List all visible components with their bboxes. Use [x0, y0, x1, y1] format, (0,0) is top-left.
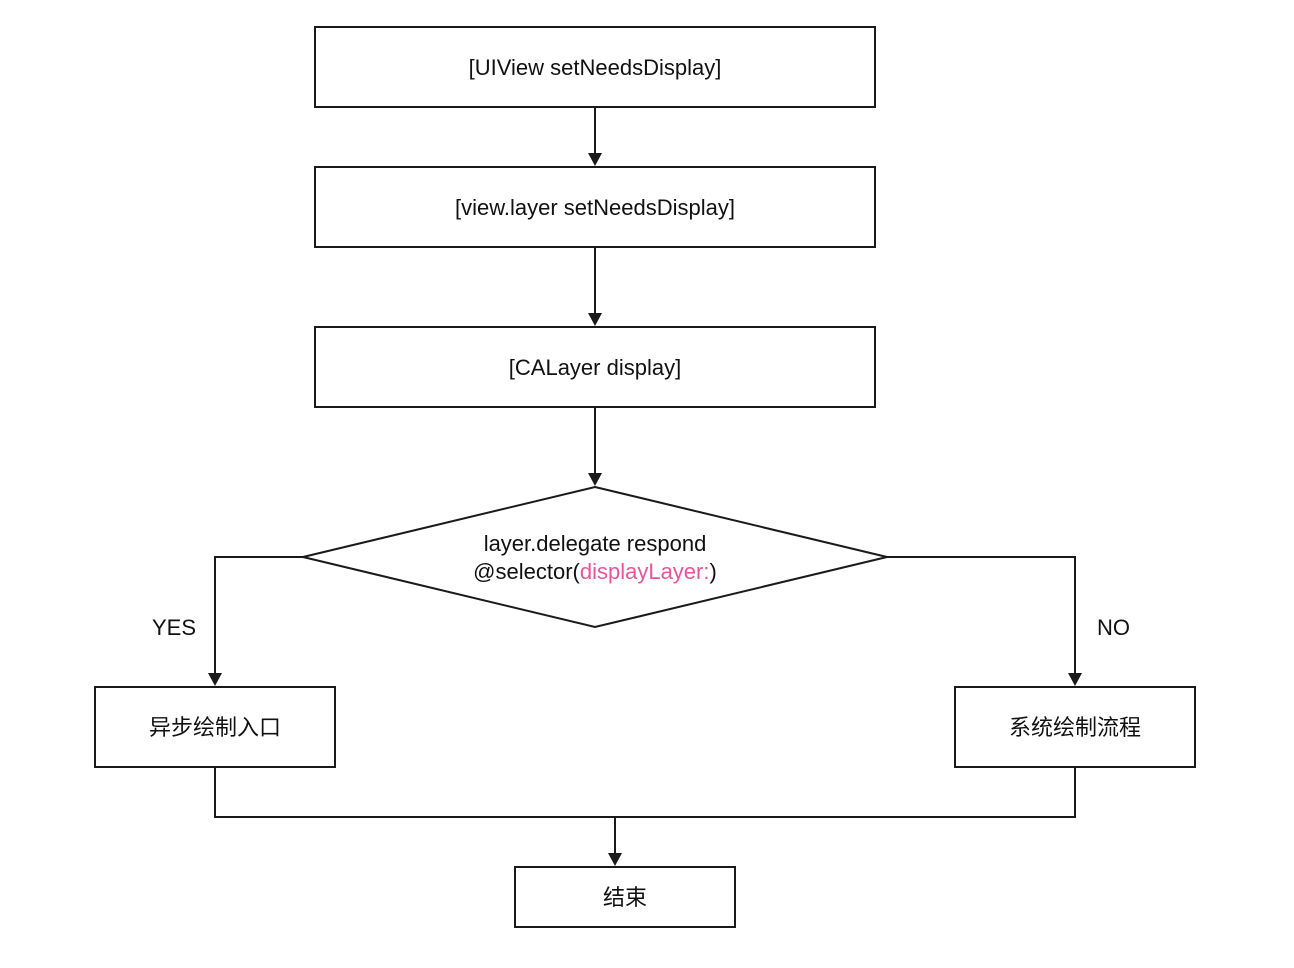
node-calayer-label: [CALayer display]: [509, 355, 681, 380]
node-uiview-setneedsdisplay: [UIView setNeedsDisplay]: [314, 26, 876, 108]
arrow-uiview-to-layer: [588, 153, 602, 166]
arrow-layer-to-calayer: [588, 313, 602, 326]
node-async-label: 异步绘制入口: [149, 715, 281, 740]
node-async-draw-entry: 异步绘制入口: [94, 686, 336, 768]
edge-decision-yes: [214, 556, 303, 675]
decision-line2-highlight: displayLayer:: [580, 559, 710, 584]
decision-line2: @selector(displayLayer:): [473, 559, 717, 584]
decision-line1: layer.delegate respond: [484, 531, 707, 556]
edge-label-yes: YES: [152, 615, 196, 640]
arrow-decision-no: [1068, 673, 1082, 686]
arrow-merge-to-end: [608, 853, 622, 866]
node-system-label: 系统绘制流程: [1009, 715, 1141, 740]
node-calayer-display: [CALayer display]: [314, 326, 876, 408]
arrow-calayer-to-decision: [588, 473, 602, 486]
edge-decision-no: [887, 556, 1076, 675]
node-layer-setneedsdisplay: [view.layer setNeedsDisplay]: [314, 166, 876, 248]
decision-line2-prefix: @selector(: [473, 559, 580, 584]
node-end-label: 结束: [603, 885, 647, 910]
node-layer-label: [view.layer setNeedsDisplay]: [455, 195, 735, 220]
decision-line2-suffix: ): [710, 559, 717, 584]
node-system-draw-flow: 系统绘制流程: [954, 686, 1196, 768]
node-decision-diamond: layer.delegate respond @selector(display…: [302, 485, 888, 629]
edge-label-no: NO: [1097, 615, 1130, 640]
node-uiview-label: [UIView setNeedsDisplay]: [469, 55, 722, 80]
connector-lines: [208, 107, 1082, 866]
arrow-decision-yes: [208, 673, 222, 686]
node-end: 结束: [514, 866, 736, 928]
edge-async-merge: [214, 767, 1076, 818]
